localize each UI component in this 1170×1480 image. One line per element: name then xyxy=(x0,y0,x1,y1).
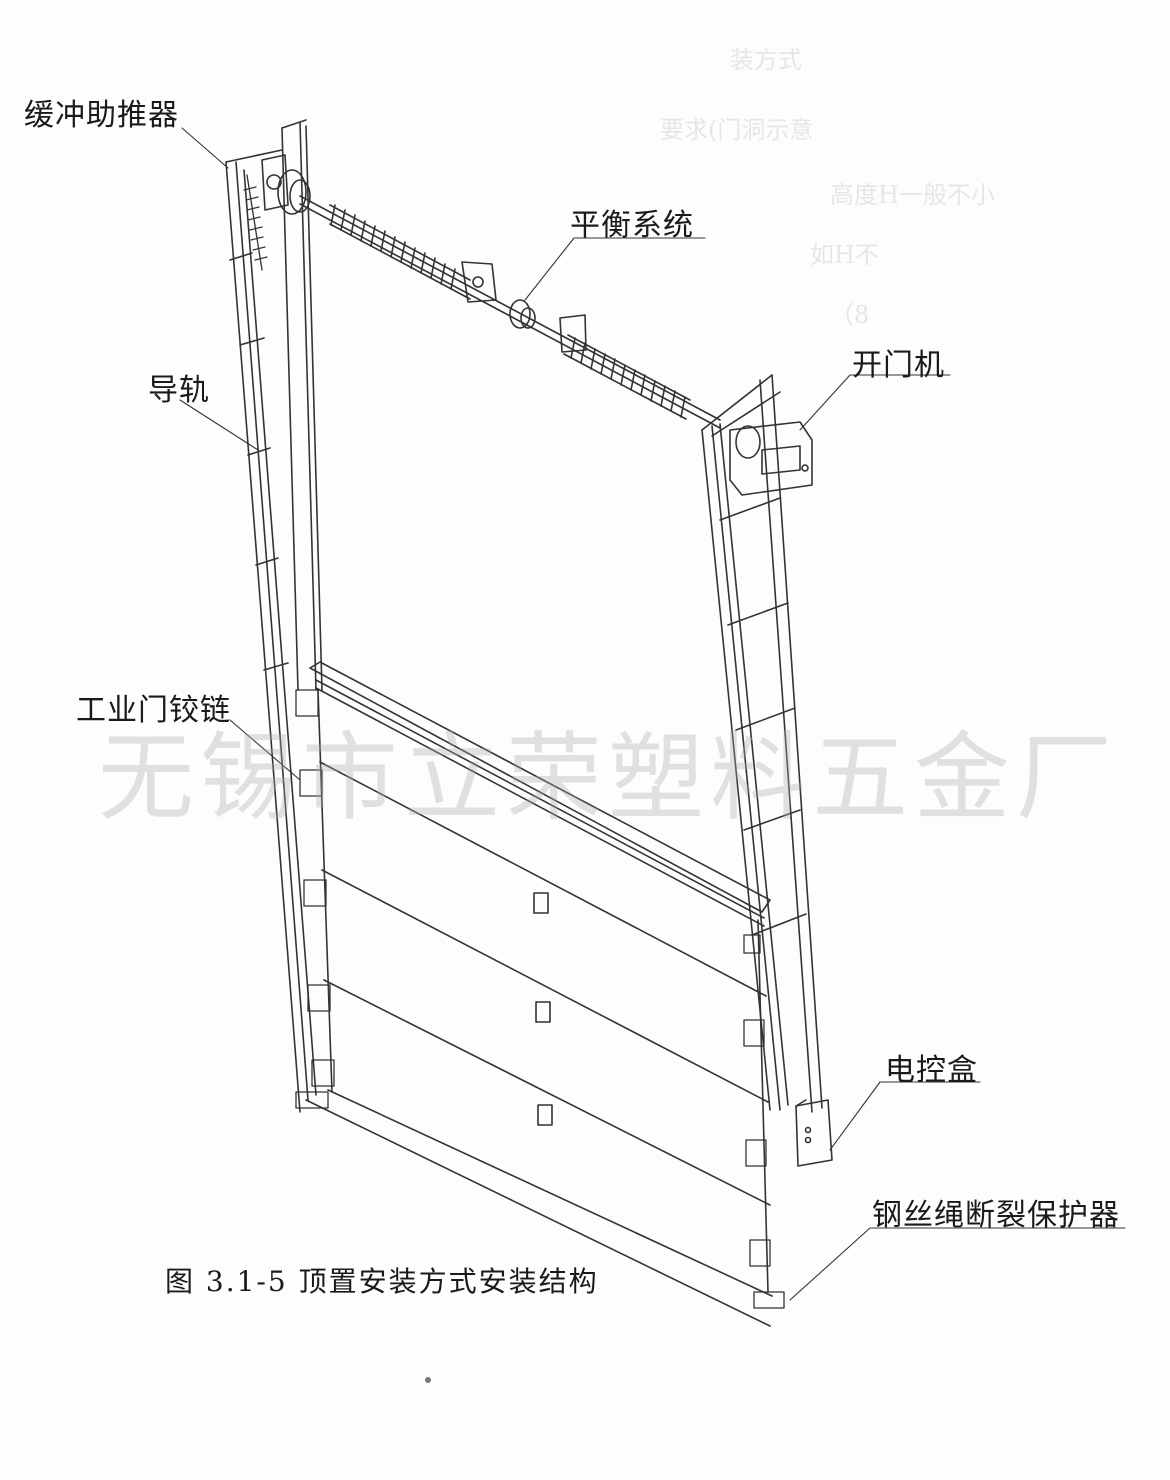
control-box xyxy=(795,1099,833,1167)
left-guide-rail xyxy=(225,119,323,1113)
side-hinges xyxy=(295,689,785,1309)
left-bracket xyxy=(261,154,289,211)
bleed-text: 高度H一般不小 xyxy=(830,181,995,209)
label-cable-break-protector: 钢丝绳断裂保护器 xyxy=(872,1198,1120,1233)
leader-lines xyxy=(179,127,1126,1301)
bleed-text: （8 xyxy=(830,301,870,329)
figure-caption: 图 3.1-5 顶置安装方式安装结构 xyxy=(165,1265,599,1298)
right-guide-rail xyxy=(701,374,823,1113)
door-panels xyxy=(305,661,773,1327)
paper-dot xyxy=(425,1377,431,1383)
label-guide-rail: 导轨 xyxy=(148,373,210,408)
watermark-text: 无锡市立荣塑料五金厂 xyxy=(98,722,1118,834)
label-industrial-hinge: 工业门铰链 xyxy=(76,693,231,728)
label-control-box: 电控盒 xyxy=(885,1053,978,1088)
label-balance-system: 平衡系统 xyxy=(570,208,694,243)
label-door-opener: 开门机 xyxy=(852,348,945,383)
bleed-text: 如H不 xyxy=(810,241,879,269)
buffer-spring xyxy=(243,174,268,271)
bleed-text: 要求(门洞示意 xyxy=(660,116,814,144)
door-opener-motor xyxy=(729,421,813,496)
bleed-text: 装方式 xyxy=(730,46,802,74)
label-buffer-booster: 缓冲助推器 xyxy=(24,98,179,133)
balance-shaft xyxy=(277,169,721,429)
